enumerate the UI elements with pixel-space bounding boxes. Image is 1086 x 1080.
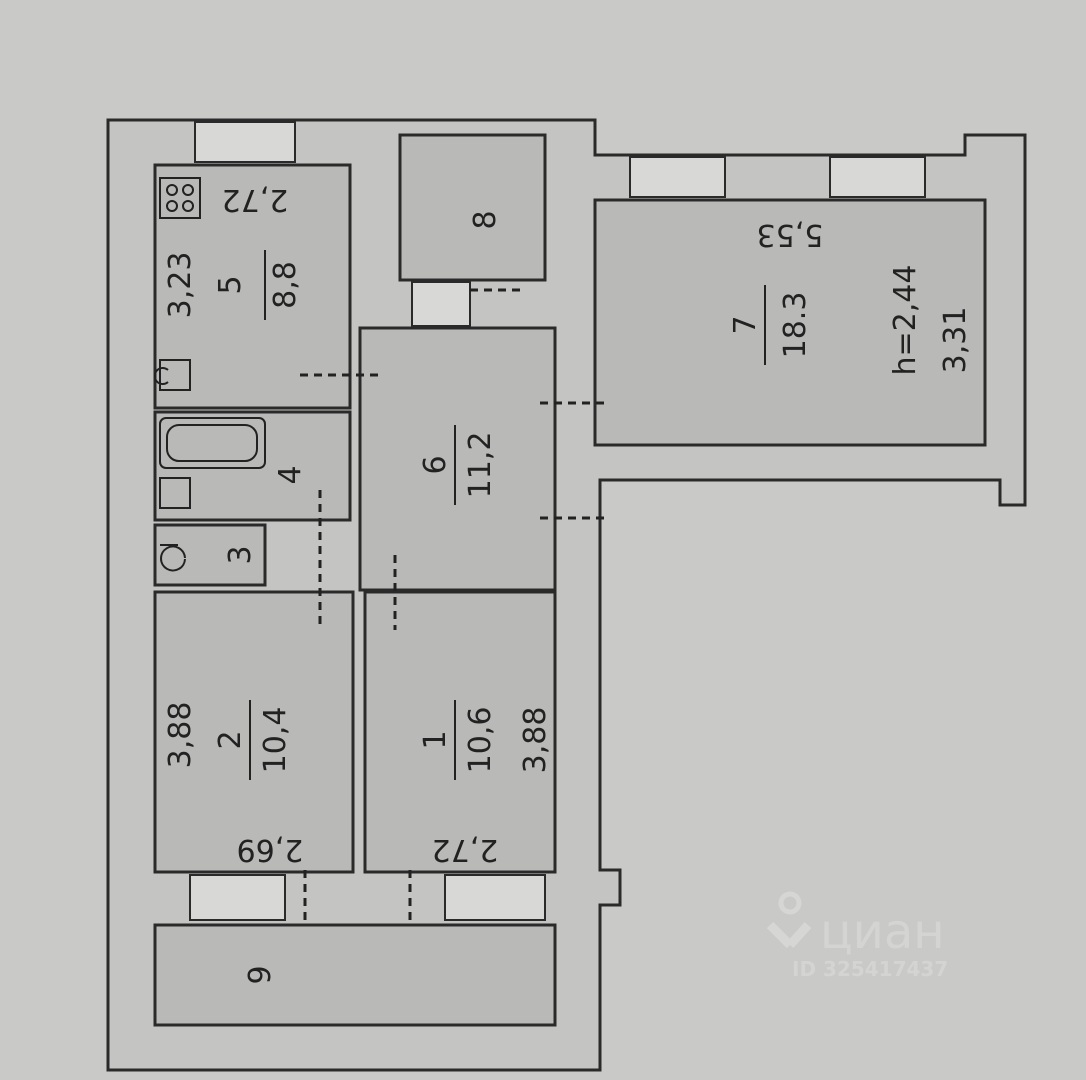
svg-text:ID 325417437: ID 325417437 xyxy=(792,957,948,981)
room-2-dim: 3,88 xyxy=(163,702,198,769)
room-5-dim: 2,72 xyxy=(222,182,289,217)
stove-icon xyxy=(159,177,201,219)
room-1-number: 1 xyxy=(418,730,453,749)
room-1-dim: 3,88 xyxy=(518,707,553,774)
room-1-dim: 2,72 xyxy=(432,832,499,867)
room-4 xyxy=(153,410,352,522)
room-3 xyxy=(153,523,267,587)
room-5-area: 8,8 xyxy=(268,261,303,309)
window xyxy=(629,156,726,198)
room-6 xyxy=(358,326,557,592)
room-2-dim: 2,69 xyxy=(237,832,304,867)
room-7-dim: 5,53 xyxy=(757,217,824,252)
room-2 xyxy=(153,590,355,874)
room-4-number: 4 xyxy=(273,465,308,484)
room-8-number: 8 xyxy=(468,210,503,229)
room-7-number: 7 xyxy=(728,315,763,334)
room-9-number: 9 xyxy=(243,965,278,984)
room-9 xyxy=(153,923,557,1027)
window xyxy=(829,156,926,198)
room-8 xyxy=(398,133,547,282)
room-2-area: 10,4 xyxy=(258,707,293,774)
location-pin-icon xyxy=(766,921,812,949)
room-2-number: 2 xyxy=(213,730,248,749)
room-6-area: 11,2 xyxy=(463,432,498,499)
ceiling-height: h=2,44 xyxy=(888,265,923,376)
room-7-area: 18.3 xyxy=(778,292,813,359)
room-5-number: 5 xyxy=(213,275,248,294)
watermark: циан ID 325417437 xyxy=(766,891,948,981)
window xyxy=(444,874,546,921)
washbasin-icon xyxy=(159,477,191,509)
window xyxy=(194,121,296,163)
room-7-dim: 3,31 xyxy=(938,307,973,374)
room-3-number: 3 xyxy=(223,545,258,564)
room-7 xyxy=(593,198,987,447)
room-5 xyxy=(153,163,352,410)
window xyxy=(189,874,286,921)
bathtub-icon xyxy=(159,417,266,469)
room-6-number: 6 xyxy=(418,455,453,474)
room-5-dim: 3,23 xyxy=(163,252,198,319)
room-1-area: 10,6 xyxy=(463,707,498,774)
room-1 xyxy=(363,590,557,874)
window xyxy=(411,281,471,327)
toilet-icon xyxy=(160,544,186,572)
svg-text:циан: циан xyxy=(820,904,945,960)
sink-icon xyxy=(153,359,191,391)
